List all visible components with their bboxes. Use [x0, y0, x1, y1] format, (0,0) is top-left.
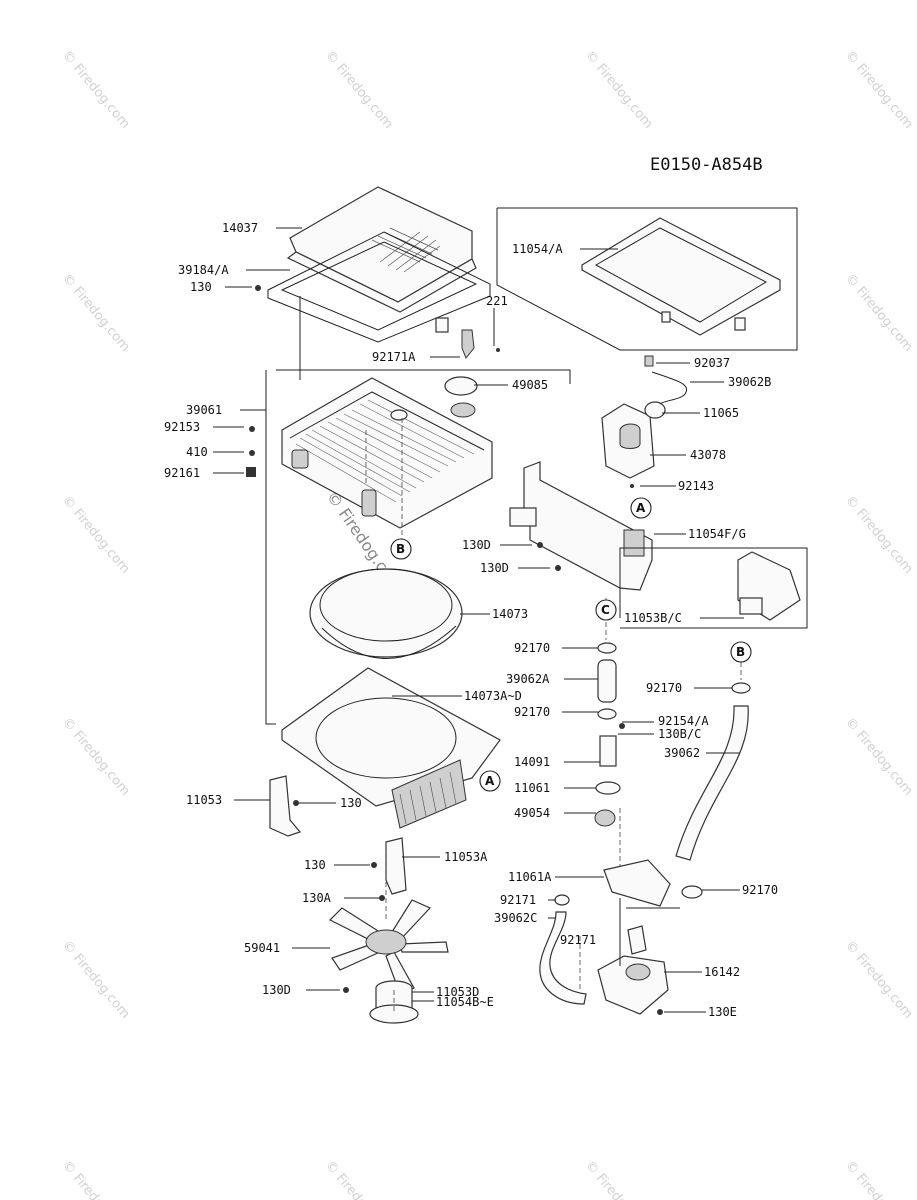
part-label: 14091 — [514, 755, 550, 769]
part-label: 92170 — [514, 705, 550, 719]
leader-lines — [213, 227, 744, 1013]
part-label: 130E — [708, 1005, 737, 1019]
part-label: 11054/A — [512, 242, 563, 256]
watermark: © Firedog.com — [582, 1158, 656, 1200]
part-label: 92170 — [742, 883, 778, 897]
part-label: 92153 — [164, 420, 200, 434]
callout-a: A — [485, 774, 495, 788]
watermark: © Firedog.com — [59, 1158, 133, 1200]
watermark: © Firedog.com — [842, 1158, 916, 1200]
bracket-11053 — [269, 775, 302, 837]
part-label: 11053D — [436, 985, 479, 999]
part-label: 130D — [480, 561, 509, 575]
watermark: © Firedog.com — [322, 48, 396, 132]
radiator-core — [281, 377, 493, 529]
part-label: 39062B — [728, 375, 771, 389]
watermark: © Firedog.com — [842, 938, 916, 1022]
part-label: 92170 — [514, 641, 550, 655]
part-label: 43078 — [690, 448, 726, 462]
radiator-cap — [444, 376, 478, 418]
frame-11054a-box — [496, 207, 798, 351]
part-label: 14037 — [222, 221, 258, 235]
reserve-tank — [601, 355, 688, 479]
part-label: 221 — [486, 294, 508, 308]
part-label: 11061 — [514, 781, 550, 795]
part-label: 11054F/G — [688, 527, 746, 541]
part-label: 11065 — [703, 406, 739, 420]
radiator-frame — [267, 231, 491, 359]
bracket-11054fg — [509, 461, 653, 591]
part-label: 92154/A — [658, 714, 709, 728]
cooling-fan — [328, 899, 449, 995]
part-label: 130D — [462, 538, 491, 552]
watermark-layer: © Firedog.com © Firedog.com © Firedog.co… — [59, 48, 916, 1200]
hose-39062c — [539, 894, 587, 1005]
part-label: 92143 — [678, 479, 714, 493]
fan-shroud-ring — [309, 568, 463, 659]
dashed-guide-lines — [365, 418, 742, 1014]
part-label: 49054 — [514, 806, 550, 820]
watermark: © Firedog.com — [582, 48, 656, 132]
part-label: 11053B/C — [624, 611, 682, 625]
hose-39062a — [597, 642, 617, 720]
callout-b: B — [396, 542, 405, 556]
part-label: 39062A — [506, 672, 550, 686]
bracket-11053a — [385, 837, 407, 895]
bracket-11053bc-box — [619, 547, 808, 629]
watermark: © Firedog.com — [59, 938, 133, 1022]
callout-circles: A B C B A — [390, 497, 752, 792]
part-label: 130 — [340, 796, 362, 810]
part-label: 14073 — [492, 607, 528, 621]
watermark: © Firedog.com — [59, 493, 133, 577]
part-label: 14073A~D — [464, 689, 522, 703]
callout-c: C — [601, 603, 610, 617]
watermark: © Firedog.com — [842, 271, 916, 355]
watermark: © Firedog.com — [322, 1158, 396, 1200]
part-label: 130B/C — [658, 727, 701, 741]
hose-39062 — [675, 682, 751, 899]
water-pump — [597, 859, 671, 1015]
watermark: © Firedog.com — [59, 48, 133, 132]
part-label: 39061 — [186, 403, 222, 417]
part-label: 92037 — [694, 356, 730, 370]
part-label: 11053 — [186, 793, 222, 807]
watermark: © Firedog.com — [59, 271, 133, 355]
part-label: 16142 — [704, 965, 740, 979]
part-label: 39184/A — [178, 263, 229, 277]
diagram-code: E0150-A854B — [650, 155, 763, 175]
bolt-markers — [246, 285, 663, 1015]
watermark: © Firedog.com — [59, 715, 133, 799]
part-label: 130D — [262, 983, 291, 997]
part-label: 410 — [186, 445, 208, 459]
part-label: 11061A — [508, 870, 552, 884]
part-label: 11053A — [444, 850, 488, 864]
callout-b: B — [736, 645, 745, 659]
radiator-top-cover — [286, 186, 477, 313]
part-labels: 14037 39184/A 130 221 92171A 11054/A 920… — [164, 221, 778, 1019]
callout-a: A — [636, 501, 646, 515]
thermostat-housing — [594, 735, 621, 827]
part-label: 92170 — [646, 681, 682, 695]
fan-shroud-frame — [281, 667, 501, 829]
part-label: 92161 — [164, 466, 200, 480]
watermark: © Firedog.com — [842, 493, 916, 577]
part-label: 130A — [302, 891, 332, 905]
part-label: 92171 — [560, 933, 596, 947]
part-label: 92171 — [500, 893, 536, 907]
part-label: 92171A — [372, 350, 416, 364]
part-label: 11054B~E — [436, 995, 494, 1009]
part-label: 49085 — [512, 378, 548, 392]
part-label: 130 — [190, 280, 212, 294]
part-label: 59041 — [244, 941, 280, 955]
watermark: © Firedog.com — [842, 715, 916, 799]
watermark: © Firedog.com — [842, 48, 916, 132]
part-label: 39062C — [494, 911, 537, 925]
part-label: 39062 — [664, 746, 700, 760]
part-label: 130 — [304, 858, 326, 872]
